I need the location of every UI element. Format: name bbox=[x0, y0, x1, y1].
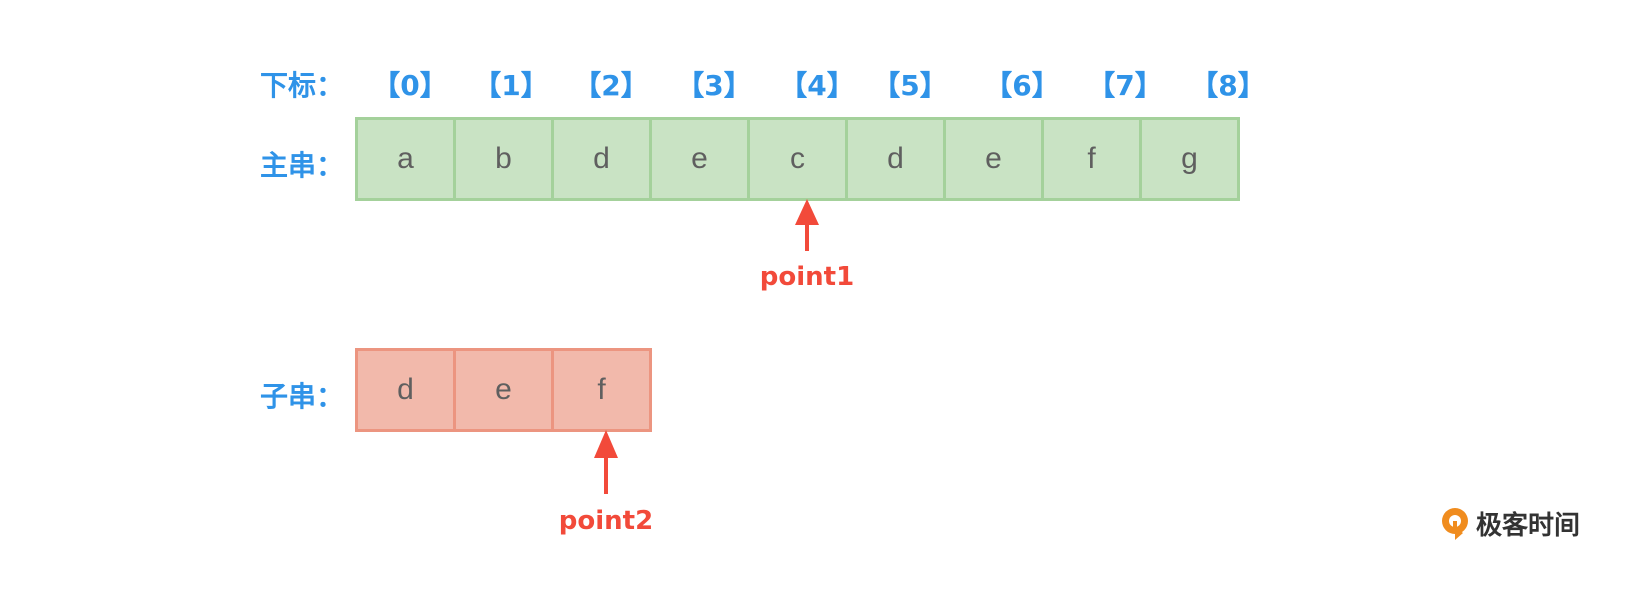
index-label: 【4】 bbox=[779, 69, 855, 102]
index-label: 【6】 bbox=[984, 69, 1060, 102]
logo-text: 极客时间 bbox=[1476, 511, 1581, 541]
main-string-cell: d bbox=[845, 117, 946, 201]
main-string-cell: g bbox=[1139, 117, 1240, 201]
main-string-label: 主串： bbox=[260, 149, 345, 182]
main-string-cell: e bbox=[649, 117, 750, 201]
main-string-array: a b d e c d e f g bbox=[355, 117, 1240, 201]
main-string-cell: b bbox=[453, 117, 554, 201]
geektime-logo-icon bbox=[1442, 507, 1468, 540]
main-string-cell: c bbox=[747, 117, 848, 201]
main-string-cell: d bbox=[551, 117, 652, 201]
point1-arrow-icon bbox=[795, 199, 819, 251]
index-label: 【5】 bbox=[872, 69, 948, 102]
index-label: 【3】 bbox=[676, 69, 752, 102]
sub-string-cell: f bbox=[551, 348, 652, 432]
index-label: 【2】 bbox=[573, 69, 649, 102]
index-label: 【8】 bbox=[1190, 69, 1266, 102]
sub-string-array: d e f bbox=[355, 348, 652, 432]
main-string-cell: a bbox=[355, 117, 456, 201]
index-label: 【0】 bbox=[372, 69, 448, 102]
sub-string-cell: d bbox=[355, 348, 456, 432]
index-row-label: 下标： bbox=[260, 69, 345, 102]
main-string-cell: e bbox=[943, 117, 1044, 201]
index-label: 【1】 bbox=[473, 69, 549, 102]
point2-label: point2 bbox=[558, 506, 654, 536]
sub-string-label: 子串： bbox=[260, 380, 345, 413]
geektime-logo: 极客时间 bbox=[1440, 505, 1580, 542]
point1-label: point1 bbox=[759, 262, 855, 292]
main-string-cell: f bbox=[1041, 117, 1142, 201]
index-label: 【7】 bbox=[1087, 69, 1163, 102]
point2-arrow-icon bbox=[594, 430, 618, 494]
sub-string-cell: e bbox=[453, 348, 554, 432]
